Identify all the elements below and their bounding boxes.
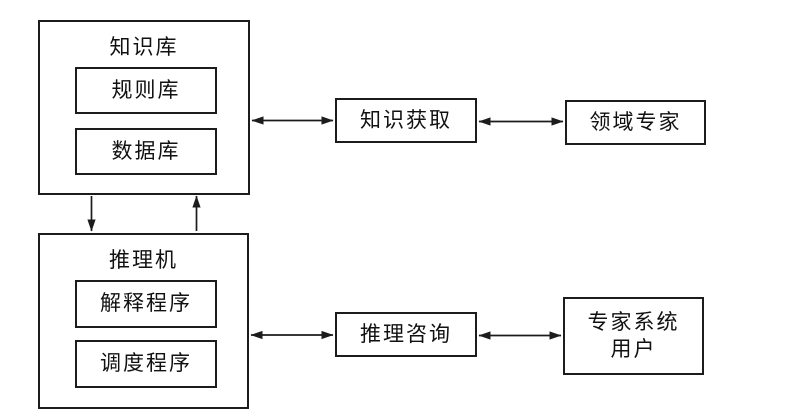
scheduling-program-label: 调度程序: [100, 351, 192, 376]
expert-system-user-label: 专家系统 用户: [588, 309, 680, 364]
node-scheduling-program: 调度程序: [75, 340, 217, 388]
rule-base-label: 规则库: [111, 77, 181, 102]
expert-system-user-line2: 用户: [610, 337, 657, 361]
database-label: 数据库: [111, 138, 181, 163]
node-inference-consultation: 推理咨询: [335, 312, 477, 357]
node-knowledge-acquisition: 知识获取: [335, 98, 477, 143]
inference-engine-label: 推理机: [109, 248, 178, 272]
inference-consultation-label: 推理咨询: [360, 321, 452, 346]
node-inference-engine: 推理机 解释程序 调度程序: [38, 233, 249, 409]
node-rule-base: 规则库: [75, 67, 217, 114]
node-domain-expert: 领域专家: [565, 100, 706, 145]
knowledge-base-label: 知识库: [109, 35, 179, 59]
node-expert-system-user: 专家系统 用户: [563, 297, 704, 375]
expert-system-user-line1: 专家系统: [587, 309, 680, 334]
explanation-program-label: 解释程序: [100, 291, 192, 316]
node-database: 数据库: [75, 128, 217, 175]
knowledge-acquisition-label: 知识获取: [360, 107, 452, 132]
node-knowledge-base: 知识库 规则库 数据库: [38, 20, 250, 195]
domain-expert-label: 领域专家: [589, 109, 682, 134]
node-explanation-program: 解释程序: [75, 280, 217, 328]
